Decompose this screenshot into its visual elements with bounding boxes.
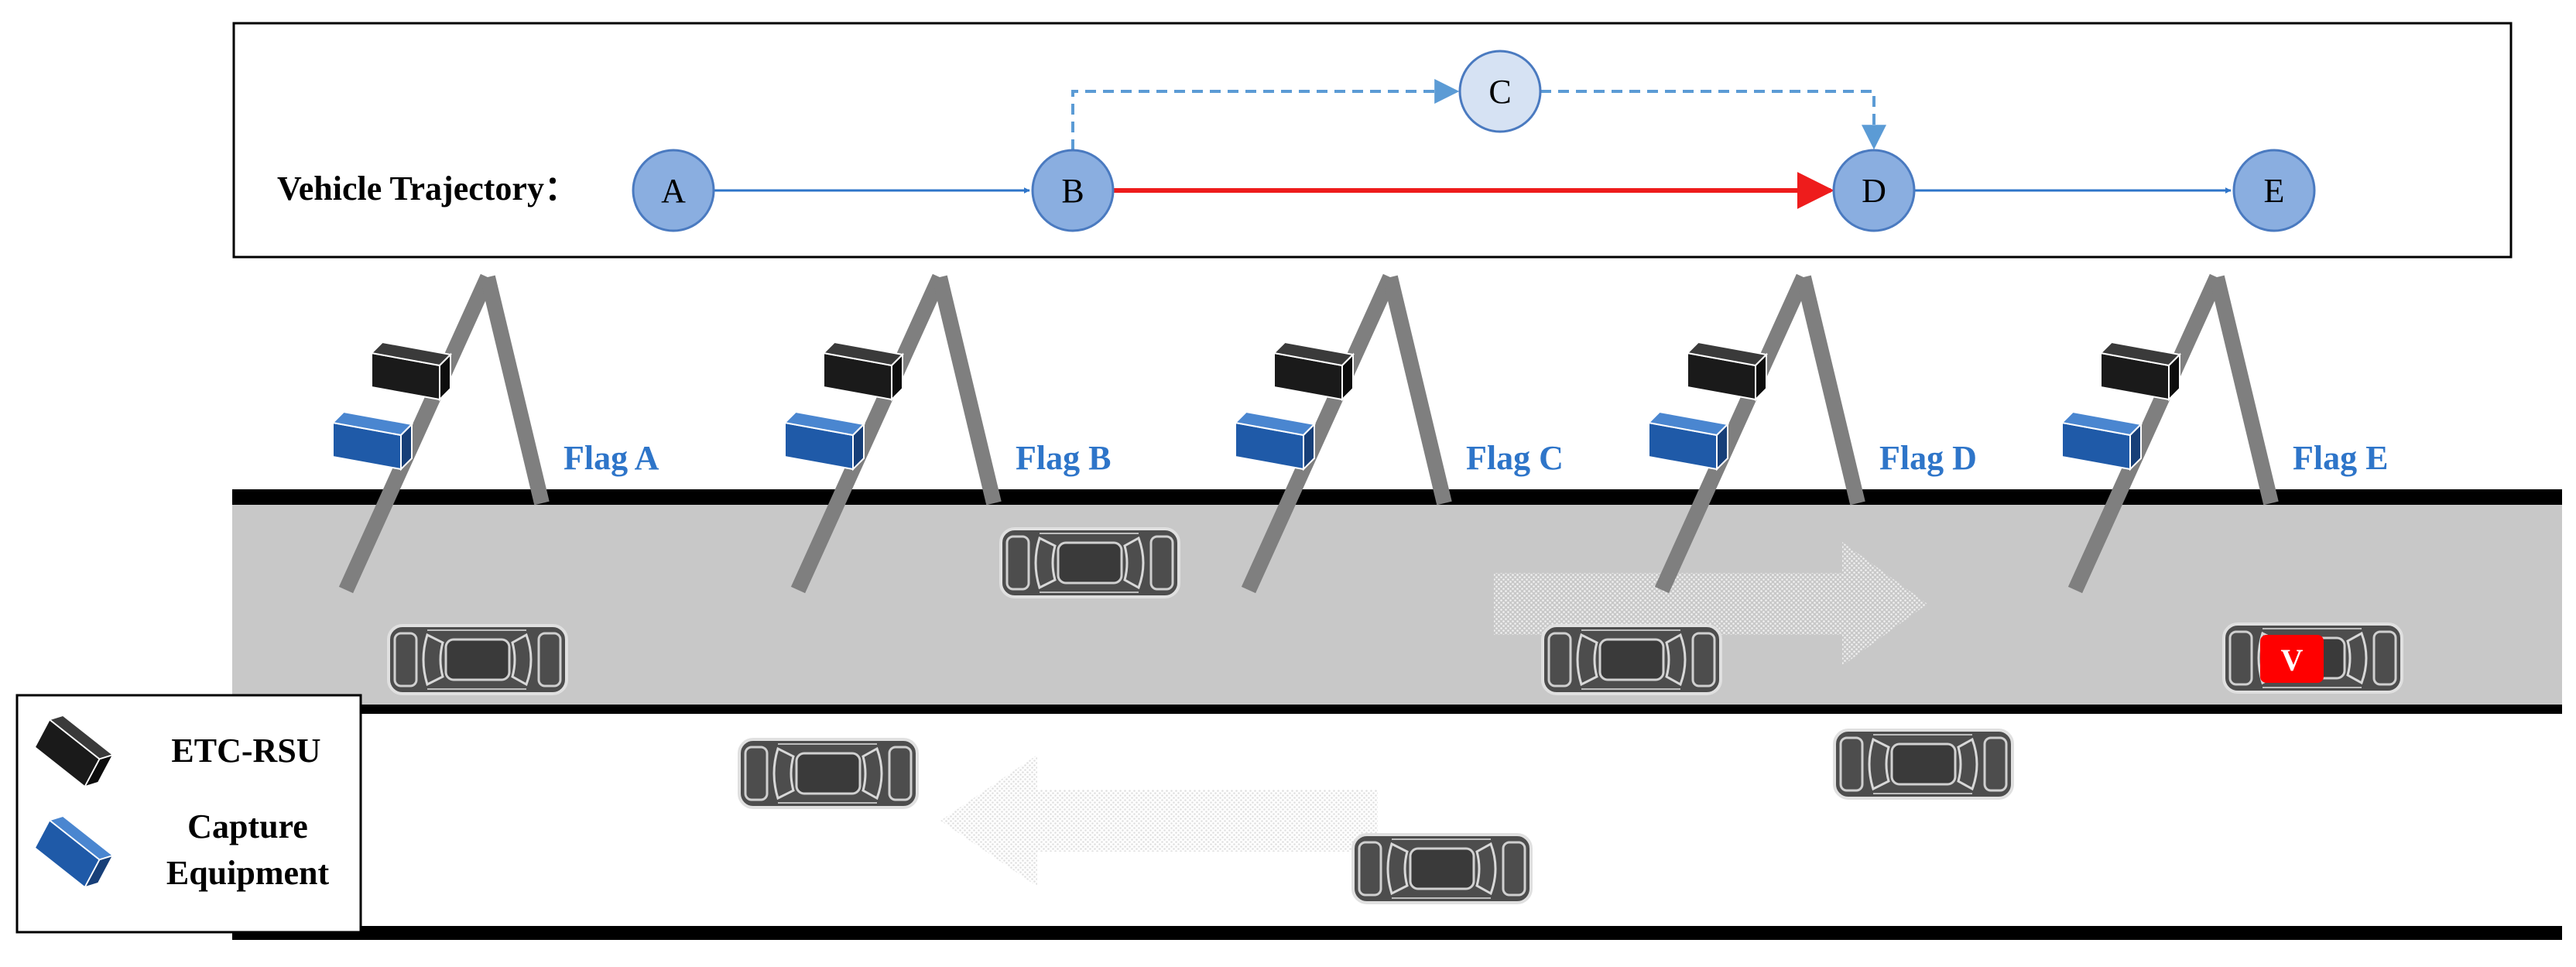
edge-b-to-c <box>1071 79 1460 150</box>
trajectory-node-c: C <box>1458 50 1542 133</box>
road <box>232 489 2562 940</box>
capture-equipment-device <box>2061 411 2142 470</box>
trajectory-node-label: A <box>661 172 686 210</box>
capture-equipment-device <box>1235 411 1315 470</box>
trajectory-node-e: E <box>2232 149 2316 232</box>
car <box>387 624 568 695</box>
legend-capture-line2: Equipment <box>166 854 330 892</box>
gantry-pole <box>480 275 550 506</box>
gantry-d: Flag D <box>1648 273 1977 594</box>
car <box>1833 729 2014 800</box>
gantry-pole <box>338 273 495 594</box>
trajectory-node-label: D <box>1862 172 1886 210</box>
gantry-e: Flag E <box>2061 273 2388 594</box>
gantry-pole <box>1382 275 1452 506</box>
flag-label: Flag E <box>2293 439 2388 477</box>
trajectory-node-label: E <box>2264 172 2285 210</box>
flag-label: Flag B <box>1016 439 1111 477</box>
target-vehicle-label: V <box>2281 643 2304 677</box>
etc-rsu-device <box>823 341 903 400</box>
legend: ETC-RSU Capture Equipment <box>15 694 362 934</box>
direction-arrow-left <box>940 755 1378 886</box>
trajectory-panel: Vehicle Trajectory： A B C D E <box>232 22 2513 259</box>
capture-equipment-device <box>332 411 413 470</box>
flag-label: Flag D <box>1879 439 1977 477</box>
trajectory-node-label: B <box>1061 172 1084 210</box>
vehicles: V <box>387 527 2403 904</box>
gantry-pole <box>1654 273 1811 594</box>
car <box>1541 624 1722 695</box>
trajectory-node-d: D <box>1832 149 1916 232</box>
trajectory-label: Vehicle Trajectory： <box>277 170 578 207</box>
car <box>999 527 1180 598</box>
car <box>1351 833 1533 904</box>
gantry-pole <box>932 275 1002 506</box>
edge-c-to-d <box>1540 90 1886 150</box>
trajectory-node-label: C <box>1488 73 1511 111</box>
flag-label: Flag C <box>1466 439 1564 477</box>
gantry-pole <box>1241 273 1398 594</box>
gantries: Flag A Flag B Flag C Flag D Flag E <box>332 273 2388 594</box>
target-vehicle: V <box>2222 622 2403 694</box>
gantry-c: Flag C <box>1235 273 1564 594</box>
trajectory-node-b: B <box>1031 149 1115 232</box>
etc-rsu-device <box>1273 341 1354 400</box>
gantry-pole <box>1796 275 1865 506</box>
trajectory-node-a: A <box>632 149 715 232</box>
road-bottom-edge <box>232 926 2562 940</box>
road-upper-lane <box>232 505 2562 705</box>
road-divider <box>232 705 2562 714</box>
road-top-edge <box>232 489 2562 505</box>
gantry-pole <box>2209 275 2279 506</box>
capture-equipment-device <box>784 411 865 470</box>
legend-capture-line1: Capture <box>187 808 308 845</box>
car <box>738 738 919 809</box>
etc-rsu-device <box>371 341 451 400</box>
gantry-a: Flag A <box>332 273 659 594</box>
etc-rsu-device <box>1687 341 1767 400</box>
etc-rsu-device <box>2100 341 2180 400</box>
gantry-b: Flag B <box>784 273 1111 594</box>
gantry-pole <box>2067 273 2225 594</box>
capture-equipment-device <box>1648 411 1728 470</box>
gantry-pole <box>790 273 947 594</box>
legend-etc-rsu-label: ETC-RSU <box>171 732 320 770</box>
flag-label: Flag A <box>564 439 659 477</box>
